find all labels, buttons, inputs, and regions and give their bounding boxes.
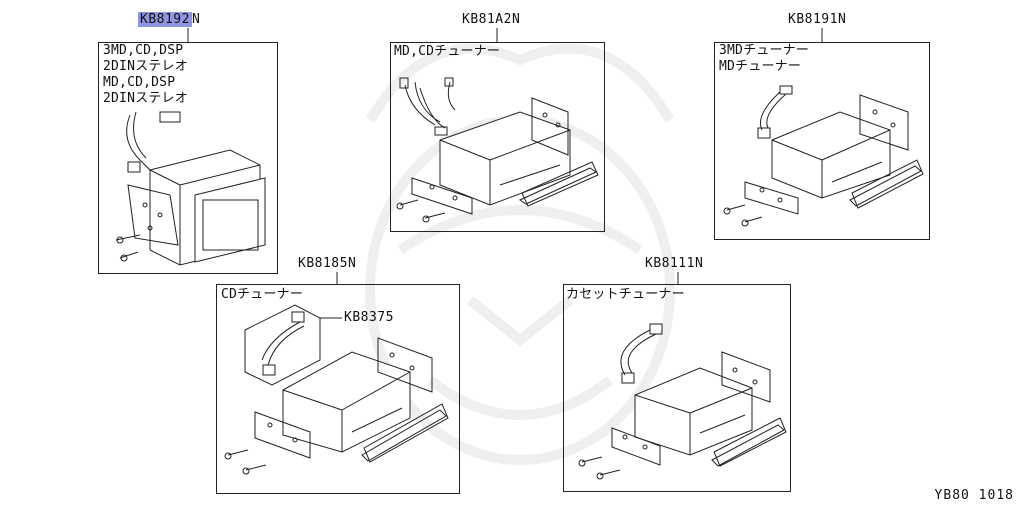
group-label: 3MD,CD,DSP (103, 43, 184, 58)
group-label: 2DINステレオ (103, 59, 188, 74)
part-number-kb8185n[interactable]: KB8185N (298, 256, 357, 271)
kb8185n-unit-drawing (224, 304, 449, 475)
group-box-kb8185n (216, 284, 460, 494)
group-box-kb81a2n (390, 42, 605, 232)
kb8111n-unit-drawing (578, 323, 787, 480)
kb8192n-unit-drawing (115, 111, 266, 266)
group-label: カセットチューナー (566, 287, 685, 302)
sub-part-number-kb8375[interactable]: KB8375 (344, 310, 394, 325)
group-label: MDチューナー (719, 59, 802, 74)
group-label: 3MDチューナー (719, 43, 810, 58)
part-number-kb8111n[interactable]: KB8111N (645, 256, 704, 271)
diagram-code: YB80 1018 (934, 488, 1014, 503)
group-label: MD,CDチューナー (394, 44, 501, 59)
part-number-kb8191n[interactable]: KB8191N (788, 12, 847, 27)
kb8191n-unit-drawing (723, 85, 924, 227)
group-box-kb8111n (563, 284, 791, 492)
part-number-suffix: N (191, 12, 201, 27)
group-box-kb8191n (714, 42, 930, 240)
kb81a2n-unit-drawing (396, 77, 599, 223)
group-label: MD,CD,DSP (103, 75, 176, 90)
group-label: CDチューナー (221, 287, 304, 302)
part-number-kb81a2n[interactable]: KB81A2N (462, 12, 521, 27)
group-box-kb8192n (98, 42, 278, 274)
highlighted-part-number[interactable]: KB8192 (138, 12, 192, 27)
group-label: 2DINステレオ (103, 91, 188, 106)
